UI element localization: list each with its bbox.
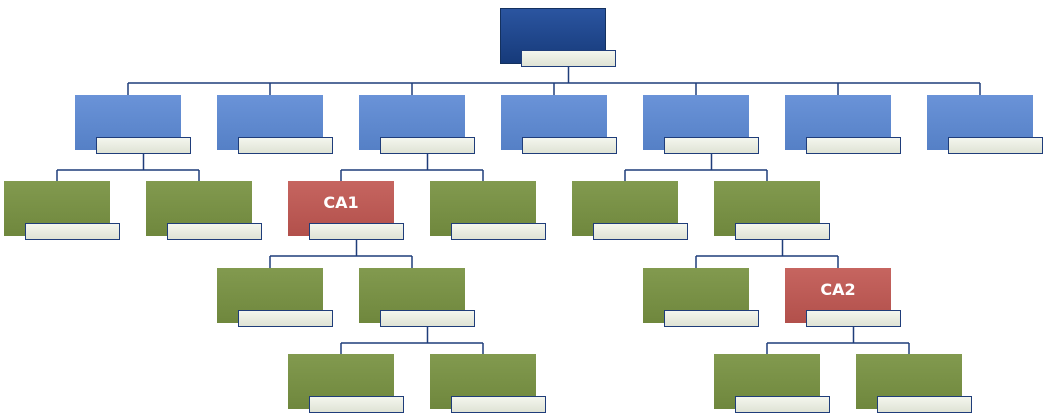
- org-node-l1-4: [501, 95, 617, 154]
- node-caption-box: [238, 310, 333, 327]
- org-node-l2-4: [430, 181, 546, 240]
- org-node-l1-7: [927, 95, 1043, 154]
- org-node-l3-3: [643, 268, 759, 327]
- node-caption-box: [380, 310, 475, 327]
- org-node-l4-3: [714, 354, 830, 413]
- node-caption-box: [309, 223, 404, 240]
- node-caption-box: [238, 137, 333, 154]
- org-node-l1-1: [75, 95, 191, 154]
- org-node-l1-2: [217, 95, 333, 154]
- node-caption-box: [167, 223, 262, 240]
- node-caption-box: [948, 137, 1043, 154]
- org-node-l2-2: [146, 181, 262, 240]
- org-node-l4-2: [430, 354, 546, 413]
- node-caption-box: [593, 223, 688, 240]
- org-node-l4-4: [856, 354, 972, 413]
- org-node-l1-3: [359, 95, 475, 154]
- org-node-l3-4: CA2: [785, 268, 901, 327]
- node-caption-box: [96, 137, 191, 154]
- node-caption-box: [877, 396, 972, 413]
- node-caption-box: [806, 310, 901, 327]
- org-node-l1-5: [643, 95, 759, 154]
- node-caption-box: [451, 223, 546, 240]
- org-node-l1-6: [785, 95, 901, 154]
- node-caption-box: [25, 223, 120, 240]
- org-node-l3-2: [359, 268, 475, 327]
- org-node-l4-1: [288, 354, 404, 413]
- org-node-l2-5: [572, 181, 688, 240]
- node-caption-box: [735, 223, 830, 240]
- node-caption-box: [735, 396, 830, 413]
- org-node-l2-6: [714, 181, 830, 240]
- org-node-l3-1: [217, 268, 333, 327]
- node-caption-box: [451, 396, 546, 413]
- node-caption-box: [522, 137, 617, 154]
- org-node-l2-1: [4, 181, 120, 240]
- org-node-l2-3: CA1: [288, 181, 404, 240]
- node-caption-box: [806, 137, 901, 154]
- node-caption-box: [380, 137, 475, 154]
- node-caption-box: [309, 396, 404, 413]
- node-caption-box: [664, 310, 759, 327]
- node-caption-box: [521, 50, 616, 67]
- org-node-root: [500, 8, 616, 67]
- node-caption-box: [664, 137, 759, 154]
